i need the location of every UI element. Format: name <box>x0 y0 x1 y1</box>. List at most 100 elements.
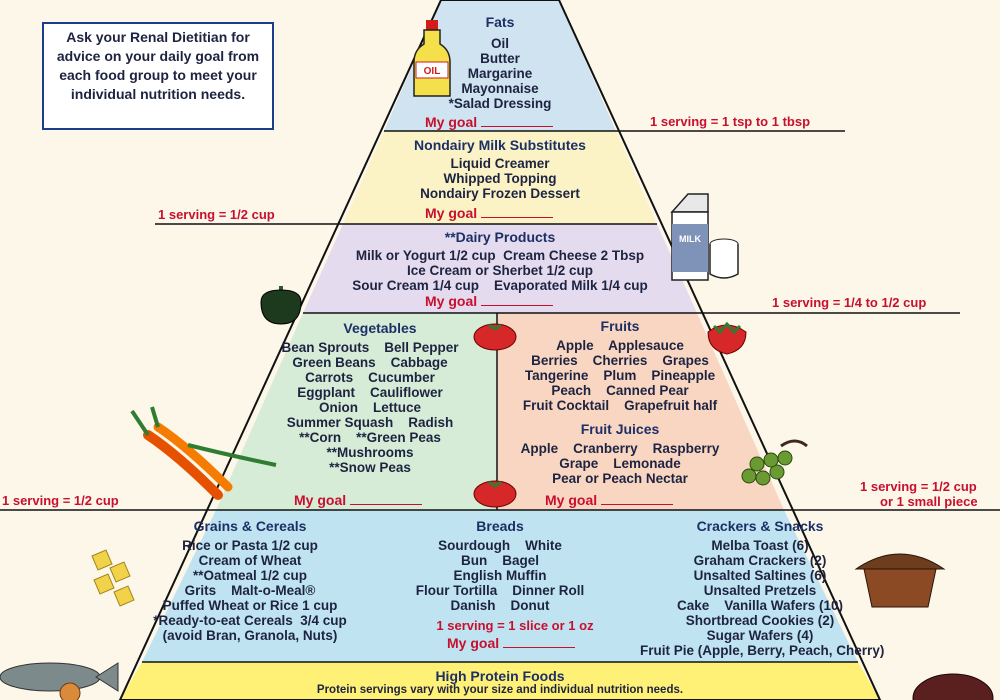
grains-title: Grains & Cereals <box>193 518 307 534</box>
nondairy-title: Nondairy Milk Substitutes <box>414 137 586 153</box>
fats-title: Fats <box>485 14 515 30</box>
dairy-item: Milk or Yogurt 1/2 cup Cream Cheese 2 Tb… <box>355 248 645 263</box>
fats-item: Butter <box>480 51 520 66</box>
protein-note: Protein servings vary with your size and… <box>316 684 684 696</box>
grain-item: *Ready-to-eat Cereals 3/4 cup <box>153 613 347 628</box>
svg-text:MILK: MILK <box>679 234 701 244</box>
grains-goal[interactable]: My goal <box>447 635 576 651</box>
nondairy-serving: 1 serving = 1/2 cup <box>158 207 275 222</box>
goal-blank[interactable] <box>350 492 423 505</box>
grain-item: (avoid Bran, Granola, Nuts) <box>162 628 338 643</box>
goal-label: My goal <box>425 114 478 130</box>
carrots-icon <box>130 406 277 500</box>
fats-item: Mayonnaise <box>461 81 539 96</box>
fruits-serving-alt: or 1 small piece <box>880 494 978 509</box>
fruits-serving: 1 serving = 1/2 cup <box>860 479 977 494</box>
fruit-item: Berries Cherries Grapes <box>531 353 709 368</box>
breads-serving: 1 serving = 1 slice or 1 oz <box>436 618 594 633</box>
fish-icon <box>0 662 119 700</box>
grains-tier <box>142 510 858 662</box>
dairy-goal[interactable]: My goal <box>425 293 554 309</box>
tomato-icon <box>473 480 517 508</box>
vegetables-tier <box>216 313 497 510</box>
fats-item: Margarine <box>467 66 533 81</box>
grain-item: Grits Malt-o-Meal® <box>184 583 316 598</box>
fruit-item: Peach Canned Pear <box>551 383 689 398</box>
vegetable-item: **Snow Peas <box>329 460 411 475</box>
fruit-item: Fruit Cocktail Grapefruit half <box>522 398 718 413</box>
fruit-juice-item: Apple Cranberry Raspberry <box>520 441 720 456</box>
vegetables-title: Vegetables <box>343 320 417 336</box>
fruit-item: Apple Applesauce <box>556 338 684 353</box>
grain-item: Cream of Wheat <box>198 553 302 568</box>
breads-title: Breads <box>476 518 524 534</box>
dairy-title: **Dairy Products <box>444 229 556 245</box>
goal-blank[interactable] <box>481 293 554 306</box>
fruit-juice-item: Pear or Peach Nectar <box>552 471 688 486</box>
crackers-title: Crackers & Snacks <box>696 518 824 534</box>
goal-label: My goal <box>425 293 478 309</box>
fats-tier <box>384 0 616 131</box>
meat-icon <box>912 673 994 700</box>
nondairy-tier <box>343 131 657 224</box>
nondairy-item: Nondairy Frozen Dessert <box>420 186 580 201</box>
pasta-icon <box>91 549 135 607</box>
strawberry-icon <box>707 321 747 355</box>
goal-label: My goal <box>545 492 598 508</box>
fruit-juices-title: Fruit Juices <box>580 421 660 437</box>
fruit-item: Tangerine Plum Pineapple <box>524 368 716 383</box>
dairy-tier <box>303 224 697 313</box>
bread-item: Sourdough White <box>438 538 562 553</box>
nondairy-item: Liquid Creamer <box>450 156 550 171</box>
fruits-title: Fruits <box>600 318 640 334</box>
vegetable-item: Bean Sprouts Bell Pepper <box>281 340 459 355</box>
tomato-icon <box>473 323 517 351</box>
fats-item: *Salad Dressing <box>448 96 552 111</box>
vegetable-item: Onion Lettuce <box>318 400 421 415</box>
cracker-item: Cake Vanilla Wafers (10) <box>676 598 844 613</box>
advice-box: Ask your Renal Dietitian for advice on y… <box>42 22 274 130</box>
vegetable-item: **Corn **Green Peas <box>299 430 441 445</box>
bread-item: Flour Tortilla Dinner Roll <box>415 583 585 598</box>
vegetable-item: Summer Squash Radish <box>286 415 454 430</box>
vegetable-item: Eggplant Cauliflower <box>297 385 443 400</box>
goal-blank[interactable] <box>481 114 554 127</box>
fruits-tier <box>497 313 784 510</box>
cracker-item: Shortbread Cookies (2) <box>685 613 835 628</box>
grapes-icon <box>741 439 808 486</box>
goal-blank[interactable] <box>601 492 674 505</box>
vegetable-item: Carrots Cucumber <box>305 370 435 385</box>
grain-item: **Oatmeal 1/2 cup <box>192 568 308 583</box>
goal-blank[interactable] <box>481 205 554 218</box>
nondairy-goal[interactable]: My goal <box>425 205 554 221</box>
fats-goal[interactable]: My goal <box>425 114 554 130</box>
cracker-item: Sugar Wafers (4) <box>706 628 814 643</box>
svg-text:OIL: OIL <box>424 66 441 77</box>
cracker-item: Fruit Pie (Apple, Berry, Peach, Cherry) <box>640 643 885 658</box>
cracker-item: Unsalted Saltines (6) <box>693 568 827 583</box>
goal-blank[interactable] <box>503 635 576 648</box>
grain-item: Rice or Pasta 1/2 cup <box>182 538 318 553</box>
cracker-item: Graham Crackers (2) <box>693 553 827 568</box>
nondairy-item: Whipped Topping <box>443 171 557 186</box>
dairy-serving: 1 serving = 1/4 to 1/2 cup <box>772 295 927 310</box>
milk-carton-icon: MILK <box>670 193 739 281</box>
fruit-juice-item: Grape Lemonade <box>559 456 681 471</box>
dairy-item: Ice Cream or Sherbet 1/2 cup <box>406 263 594 278</box>
goal-label: My goal <box>425 205 478 221</box>
goal-label: My goal <box>447 635 500 651</box>
bread-item: English Muffin <box>453 568 547 583</box>
vegetables-goal[interactable]: My goal <box>294 492 423 508</box>
fruits-goal[interactable]: My goal <box>545 492 674 508</box>
dairy-item: Sour Cream 1/4 cup Evaporated Milk 1/4 c… <box>352 278 648 293</box>
protein-tier <box>120 662 880 700</box>
vegetables-serving: 1 serving = 1/2 cup <box>2 493 119 508</box>
vegetable-item: **Mushrooms <box>326 445 414 460</box>
muffin-icon <box>854 553 946 608</box>
bread-item: Bun Bagel <box>460 553 539 568</box>
bell-pepper-icon <box>260 286 302 325</box>
goal-label: My goal <box>294 492 347 508</box>
protein-title: High Protein Foods <box>435 668 565 684</box>
